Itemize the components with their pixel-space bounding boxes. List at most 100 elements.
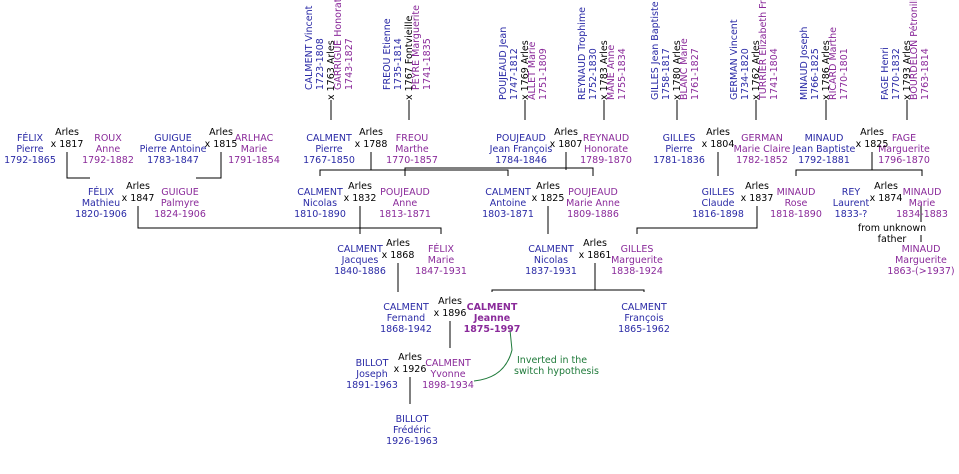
person-dates: 1770-1857 — [386, 155, 438, 166]
person-name: TURRIER Elizabeth Françoise — [758, 0, 769, 101]
person-surname: GILLES — [621, 244, 654, 255]
person-surname: FÉLIX — [17, 132, 44, 144]
person-surname: GILLES — [663, 133, 696, 144]
person-dates: 1847-1931 — [415, 266, 467, 277]
person-dates: 1868-1942 — [380, 324, 432, 335]
union-place: Arles — [860, 127, 884, 138]
person-dates: 1792-1865 — [4, 155, 56, 166]
union-place: Arles — [874, 181, 898, 192]
person-given-name: Jean François — [489, 144, 553, 155]
person-surname: FÉLIX — [88, 186, 115, 198]
union-year: x 1825 — [856, 139, 889, 150]
person-surname: CALMENT — [467, 302, 518, 313]
person-dates: 1782-1852 — [736, 155, 788, 166]
person-name: FAGE Henri — [880, 47, 891, 100]
person-surname: MINAUD — [903, 187, 942, 198]
person-given-name: Fernand — [387, 313, 425, 324]
person-surname: CALMENT — [485, 187, 531, 198]
person-dates: 1789-1870 — [580, 155, 632, 166]
person-name: POUJEAUD Jean — [498, 27, 509, 100]
person-dates: 1747-1812 — [509, 48, 520, 100]
person-name: GILLES Jean Baptiste — [650, 1, 661, 100]
person-given-name: Mathieu — [82, 198, 120, 209]
person-name: ALLET Marie — [527, 42, 538, 100]
person-given-name: Joseph — [355, 369, 387, 380]
top-union-7: x 1793 Arles — [902, 40, 913, 100]
person-surname: GILLES — [702, 187, 735, 198]
person-given-name: Yvonne — [429, 369, 465, 380]
person-dates: 1810-1890 — [294, 209, 346, 220]
person-given-name: Marguerite — [895, 255, 947, 266]
person-surname: BILLOT — [396, 414, 429, 425]
notes-layer: from unknown father Inverted in the swit… — [514, 223, 926, 377]
person-dates: 1891-1963 — [346, 380, 398, 391]
switch-annotation-line1: Inverted in the — [517, 355, 587, 366]
person-name: BOURDELON Pétronille — [909, 0, 920, 100]
union-year: x 1868 — [382, 250, 415, 261]
person-dates: 1813-1871 — [379, 209, 431, 220]
person-dates: 1743-1827 — [344, 38, 355, 90]
person-surname: FÉLIX — [428, 243, 455, 255]
person-given-name: Pierre — [16, 144, 43, 155]
union-place: Arles — [536, 181, 560, 192]
union-place: Arles — [348, 181, 372, 192]
person-given-name: Jacques — [341, 255, 379, 266]
person-dates: 1734-1820 — [740, 48, 751, 100]
person-given-name: Anne — [393, 198, 418, 209]
person-surname: ROUX — [94, 133, 122, 144]
person-name: BLANC Marie — [679, 38, 690, 100]
top-union-1: x 1767 Fontvieille — [404, 15, 415, 100]
union-year: x 1861 — [579, 250, 612, 261]
person-dates: 1863-(>1937) — [887, 266, 954, 277]
person-dates: 1838-1924 — [611, 266, 663, 277]
person-surname: MINAUD — [777, 187, 816, 198]
person-dates: 1796-1870 — [878, 155, 930, 166]
person-name: RICARD Marthe — [828, 27, 839, 100]
person-surname: CALMENT — [425, 358, 471, 369]
person-name: MANE Anne — [606, 45, 617, 100]
union-year: x 1896 — [434, 308, 467, 319]
person-given-name: Marguerite — [878, 144, 930, 155]
person-given-name: Antoine — [490, 198, 527, 209]
person-surname: GUIGUE — [161, 187, 198, 198]
union-year: x 1926 — [394, 364, 427, 375]
person-given-name: Jeanne — [473, 313, 510, 324]
person-surname: CALMENT — [383, 302, 429, 313]
top-union-0: x 1763 Arles — [326, 40, 337, 100]
union-year: x 1874 — [870, 193, 903, 204]
person-given-name: Rose — [785, 198, 808, 209]
person-dates: 1833-? — [835, 209, 868, 220]
person-dates: 1763-1814 — [920, 48, 931, 100]
person-surname: CALMENT — [621, 302, 667, 313]
person-given-name: Frédéric — [393, 425, 431, 436]
person-given-name: Pierre — [665, 144, 692, 155]
